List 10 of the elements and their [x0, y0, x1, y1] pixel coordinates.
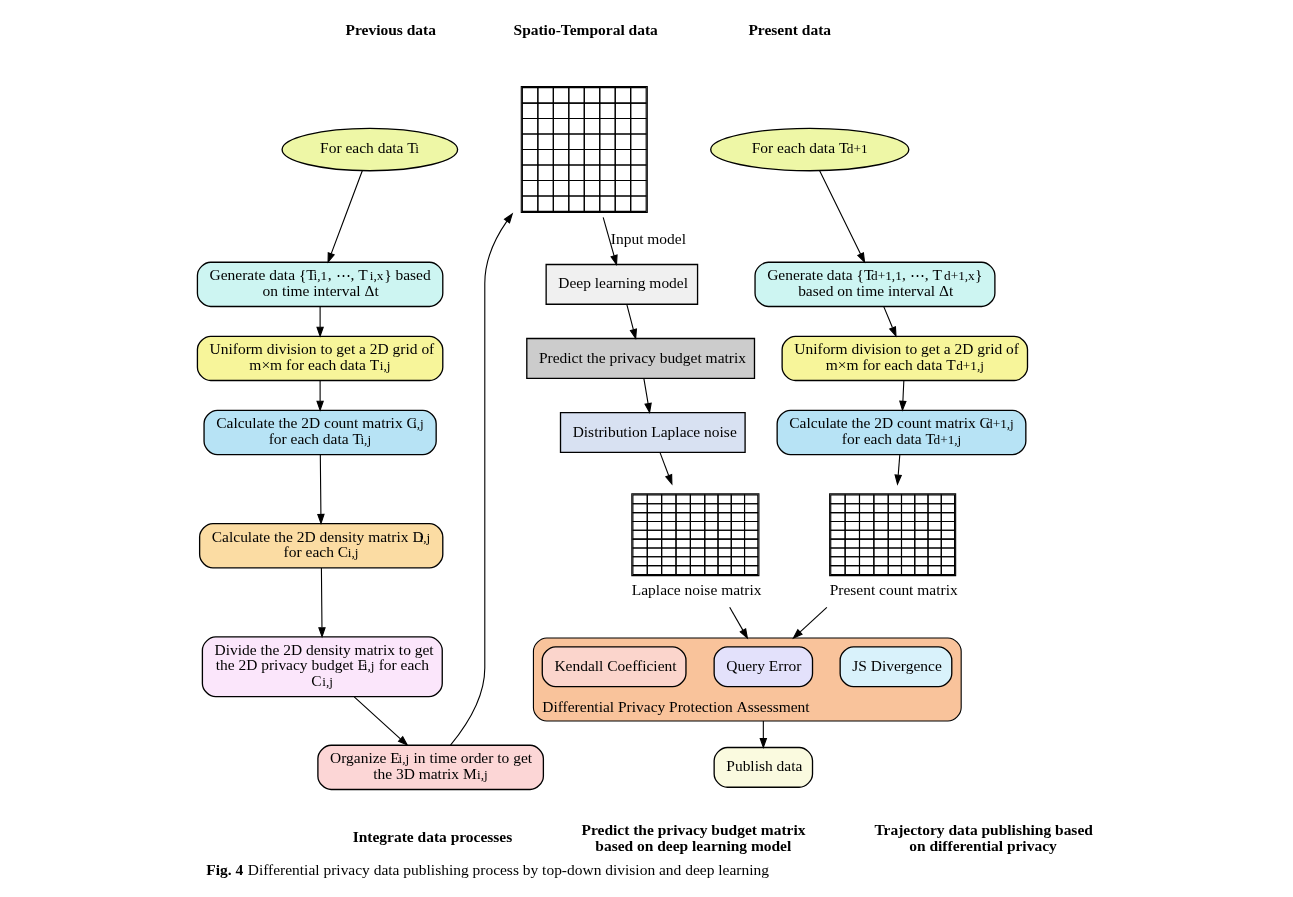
label: Previous data	[345, 21, 436, 39]
caption: Fig. 4 Differential privacy data publishing process by top-down division and deep learning	[205, 860, 769, 878]
label: Predict the privacy budget matrix based on deep learning model	[581, 821, 805, 854]
label: Present data	[747, 21, 831, 39]
node-label: Present count matrix	[829, 580, 958, 598]
edge-label: Input model	[610, 229, 686, 247]
node-label: Laplace noise matrix	[631, 580, 762, 598]
label: Spatio-Temporal data	[513, 21, 658, 39]
label: Trajectory data publishing based on differential privacy	[873, 821, 1093, 854]
label: Integrate data processes	[352, 828, 512, 846]
